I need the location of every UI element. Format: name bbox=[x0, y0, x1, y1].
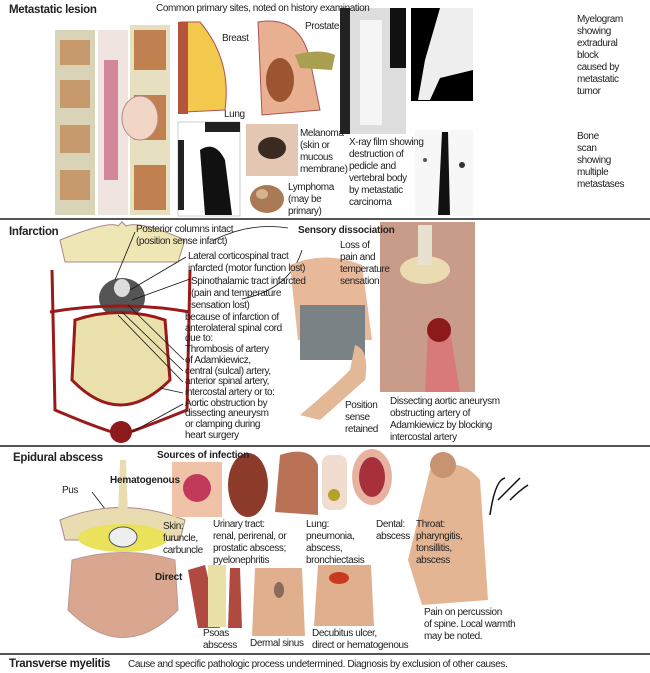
sources-of-infection-title: Sources of infection bbox=[157, 450, 250, 461]
transverse-myelitis-title: Transverse myelitis bbox=[9, 658, 111, 670]
dermal-sinus-label: Dermal sinus bbox=[250, 638, 304, 649]
spine-sagittal-illustration bbox=[55, 25, 170, 215]
pus-label: Pus bbox=[62, 485, 79, 496]
kidney-image bbox=[228, 453, 268, 517]
epidural-cross-section-illustration bbox=[59, 460, 186, 638]
breast-label: Breast bbox=[222, 33, 249, 44]
direct-label: Direct bbox=[155, 572, 183, 583]
lung-infection-image bbox=[275, 451, 318, 515]
tooth-image bbox=[322, 455, 347, 510]
prostate-illustration bbox=[257, 20, 335, 116]
infarction-title: Infarction bbox=[9, 226, 59, 238]
throat-label: Throat:pharyngitis,tonsillitis,abscess bbox=[416, 519, 463, 566]
section-divider bbox=[0, 445, 650, 447]
transverse-myelitis-text: Cause and specific pathologic process un… bbox=[128, 659, 508, 670]
epidural-abscess-title: Epidural abscess bbox=[13, 452, 103, 464]
decubitus-label: Decubitus ulcer,direct or hematogenous bbox=[312, 628, 409, 651]
foot-illustration bbox=[300, 345, 367, 420]
section-divider bbox=[0, 218, 650, 220]
sensory-dissociation-title: Sensory dissociation bbox=[298, 225, 395, 236]
posterior-columns-label: Posterior columns intact(position sense … bbox=[136, 224, 234, 247]
lung-label: Lung bbox=[224, 109, 245, 120]
prostate-label: Prostate bbox=[305, 21, 340, 32]
section-divider bbox=[0, 653, 650, 655]
lymphoma-image bbox=[250, 185, 284, 213]
primary-sites-caption: Common primary sites, noted on history e… bbox=[156, 3, 370, 14]
breast-illustration bbox=[178, 21, 227, 114]
melanoma-image bbox=[246, 124, 298, 176]
metastatic-lesion-title: Metastatic lesion bbox=[9, 4, 97, 16]
throat-image bbox=[352, 449, 392, 505]
psoas-abscess-illustration bbox=[188, 565, 242, 628]
skin-label: Skin:furuncle,carbuncle bbox=[163, 521, 203, 556]
dental-label: Dental:abscess bbox=[376, 519, 410, 542]
spinal-cord-cross-section-illustration bbox=[49, 221, 192, 443]
lung-xray-image bbox=[177, 121, 241, 217]
spinothalamic-label: Spinothalamic tract infarcted(pain and t… bbox=[191, 276, 306, 311]
bone-scan-image bbox=[415, 130, 473, 216]
lung-infection-label: Lung:pneumonia,abscess,bronchiectasis bbox=[306, 519, 365, 566]
hematogenous-label: Hematogenous bbox=[110, 475, 180, 486]
dermal-sinus-illustration bbox=[252, 568, 305, 636]
myelogram-image bbox=[411, 8, 473, 101]
aortic-aneurysm-illustration bbox=[380, 222, 475, 392]
patient-back-illustration bbox=[408, 452, 488, 605]
spine-xray-image bbox=[340, 8, 406, 134]
decubitus-ulcer-illustration bbox=[314, 565, 374, 626]
skin-furuncle-image bbox=[172, 462, 222, 517]
netter-signature bbox=[489, 477, 529, 516]
